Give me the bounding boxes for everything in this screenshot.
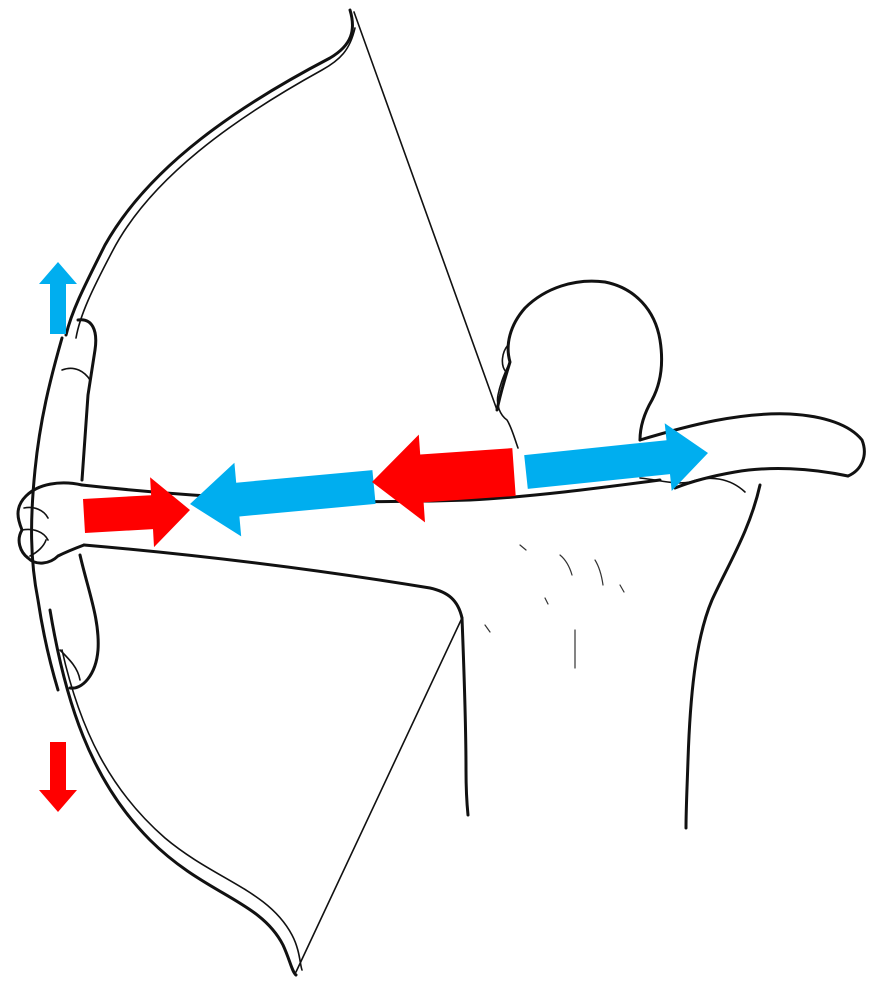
bow-arm-lower-edge (84, 545, 462, 618)
arrow-string-pull-shoulder (372, 435, 516, 523)
bow-hand (18, 483, 84, 563)
bow-grip-lower (70, 555, 98, 688)
bowstring-lower (296, 618, 462, 972)
arrow-bow-arm-extension (190, 463, 376, 537)
bow-grip-mark-1 (62, 368, 90, 380)
arrow-bow-upper-tip (39, 262, 77, 334)
draw-arm-lower (675, 469, 848, 488)
bow-grip-front (32, 338, 62, 690)
archer-body (462, 281, 864, 828)
arrow-draw-elbow-extension (524, 423, 708, 491)
head (497, 281, 662, 440)
face-profile (497, 362, 518, 448)
bow-upper-limb-inner (76, 28, 355, 338)
back-detail-2 (595, 560, 603, 585)
bow-hand-fingers (22, 507, 48, 556)
bow-lower-limb-outer (50, 610, 296, 975)
arrow-bow-lower-tip (39, 742, 77, 812)
back-detail-1 (560, 555, 572, 575)
back-right-edge (686, 485, 760, 828)
bowstring-upper (354, 12, 497, 410)
back-detail-4 (485, 545, 624, 632)
torso-left-edge (462, 618, 468, 815)
force-arrows (39, 262, 708, 812)
bow-upper-limb-outer (66, 10, 353, 335)
draw-arm-inner (690, 478, 745, 492)
bow-grip (78, 320, 96, 480)
